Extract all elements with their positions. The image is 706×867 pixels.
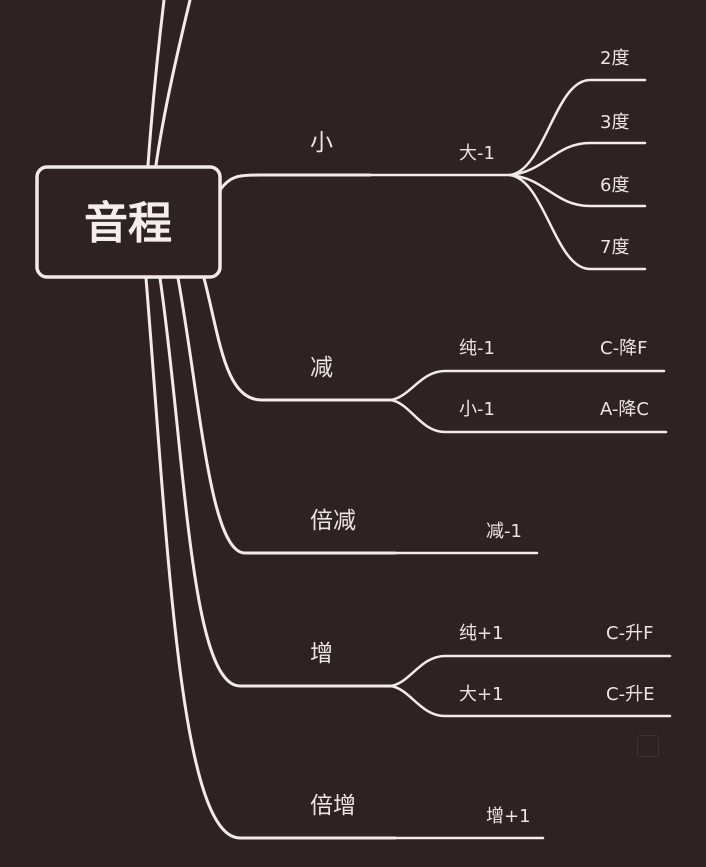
root-node-box[interactable] bbox=[35, 165, 222, 279]
note-c-sheng-f: C-升F bbox=[606, 623, 653, 644]
branch-label-xiao[interactable]: 小 bbox=[310, 130, 333, 156]
node-label-da1[interactable]: 大-1 bbox=[459, 143, 495, 164]
edge-jian-xiao1 bbox=[388, 398, 668, 434]
edge-da1-6du bbox=[508, 173, 647, 208]
note-c-sheng-e: C-升E bbox=[606, 684, 654, 705]
root-node-label: 音程 bbox=[84, 198, 172, 249]
node-label-7du[interactable]: 7度 bbox=[600, 237, 629, 258]
edge-jian-chun1 bbox=[388, 369, 666, 402]
edge-root-beizeng bbox=[144, 276, 397, 840]
edge-root-jian bbox=[202, 276, 392, 402]
note-a-jiang-c: A-降C bbox=[600, 399, 649, 420]
node-label-chun1[interactable]: 纯-1 bbox=[459, 338, 495, 359]
node-label-2du[interactable]: 2度 bbox=[600, 48, 629, 69]
branch-label-zeng[interactable]: 增 bbox=[310, 641, 333, 667]
node-label-da1plus[interactable]: 大+1 bbox=[459, 684, 504, 705]
edge-root-zeng bbox=[158, 276, 392, 688]
edge-da1-2du bbox=[508, 78, 647, 177]
faint-square-icon bbox=[637, 735, 659, 757]
node-label-xiao1[interactable]: 小-1 bbox=[459, 399, 495, 420]
edge-zeng-da1 bbox=[388, 684, 672, 718]
edge-root-beijian bbox=[176, 276, 397, 555]
parent-connector bbox=[146, 0, 166, 167]
node-label-3du[interactable]: 3度 bbox=[600, 112, 629, 133]
node-label-zeng1[interactable]: 增+1 bbox=[486, 806, 531, 827]
node-label-chun1plus[interactable]: 纯+1 bbox=[459, 623, 504, 644]
edge-zeng-chun1 bbox=[388, 654, 672, 688]
node-label-jian1[interactable]: 减-1 bbox=[486, 521, 522, 542]
node-label-6du[interactable]: 6度 bbox=[600, 175, 629, 196]
edge-root-xiao bbox=[218, 173, 372, 192]
parent-connector bbox=[154, 0, 192, 167]
branch-label-beijian[interactable]: 倍减 bbox=[310, 508, 356, 534]
branch-label-beizeng[interactable]: 倍增 bbox=[310, 793, 356, 819]
branch-label-jian[interactable]: 减 bbox=[310, 355, 333, 381]
edge-da1-3du bbox=[508, 141, 647, 177]
note-c-jiang-f: C-降F bbox=[600, 338, 647, 359]
edge-da1-7du bbox=[508, 173, 647, 271]
